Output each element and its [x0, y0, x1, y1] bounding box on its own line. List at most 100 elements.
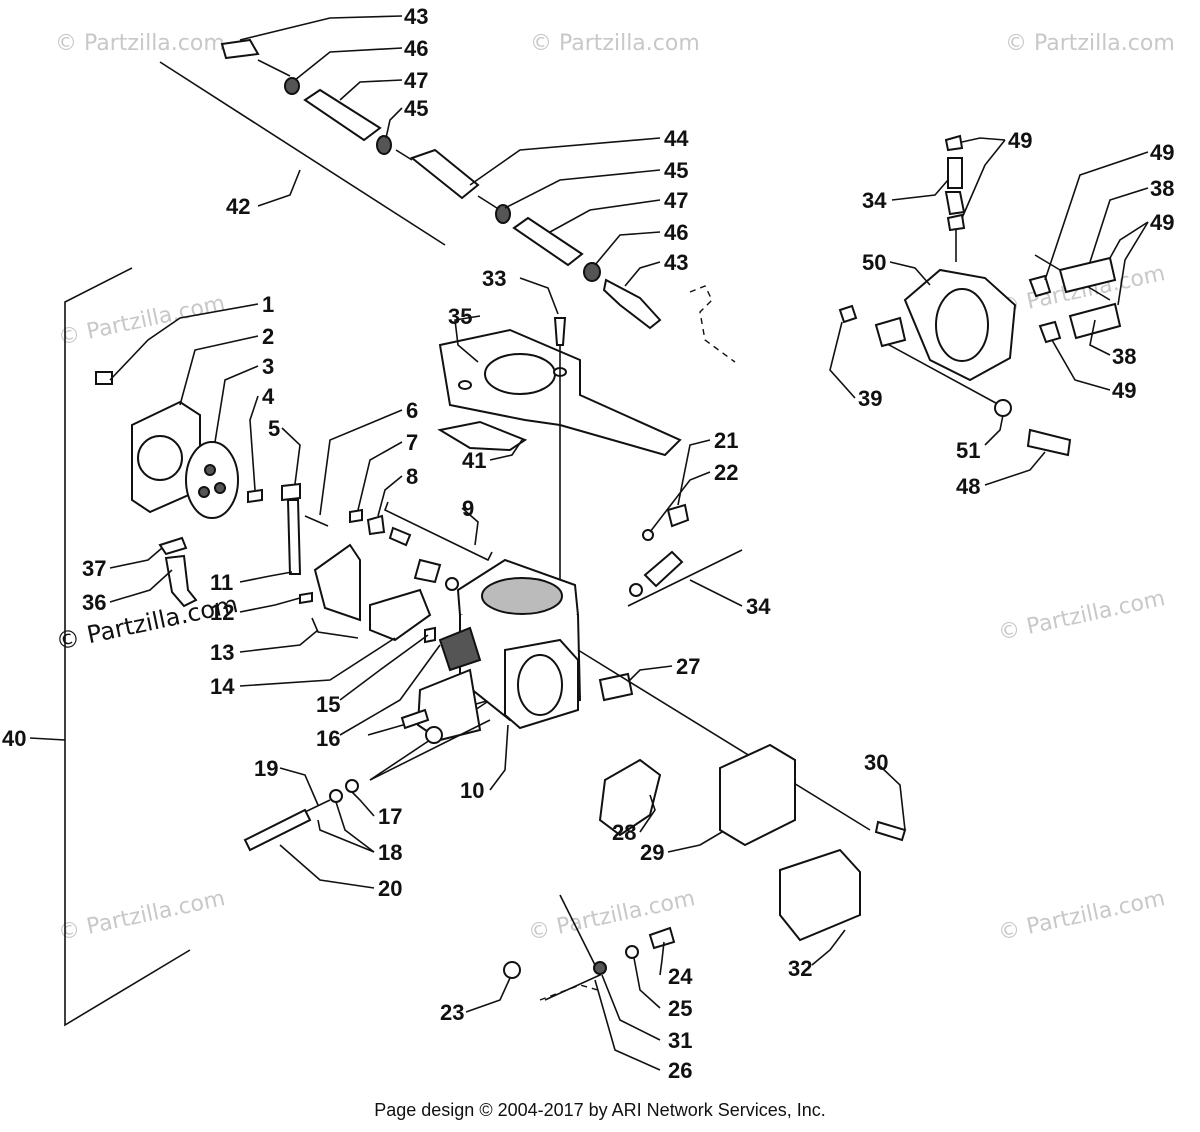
callout-46-b: 46: [664, 220, 688, 245]
leader-22: [649, 471, 711, 533]
cover-13: [313, 543, 361, 622]
nut-23: [503, 961, 521, 979]
gasket-41: [437, 420, 528, 452]
callout-30: 30: [864, 750, 888, 775]
leader-6: [319, 409, 403, 516]
washer-18: [329, 789, 343, 803]
leader-48: [984, 451, 1046, 486]
callout-3: 3: [262, 354, 274, 379]
callout-45: 45: [404, 96, 428, 121]
leader-38b: [1089, 319, 1111, 356]
callout-4: 4: [262, 384, 275, 409]
callout-42: 42: [226, 194, 250, 219]
link-44: [409, 148, 480, 200]
bolt-48: [1026, 428, 1072, 457]
needle-valve-9: [388, 526, 412, 547]
leader-2: [179, 335, 259, 406]
leader-33: [519, 277, 559, 315]
leader-26: [594, 979, 661, 1071]
leader-12: [239, 597, 301, 613]
leader-24: [659, 941, 665, 976]
spring-31: [593, 961, 607, 975]
callout-27: 27: [676, 654, 700, 679]
diaphragm-3: [185, 441, 239, 519]
callout-17: 17: [378, 804, 402, 829]
leader-44: [469, 137, 661, 186]
screw-24: [648, 926, 676, 950]
leader-40: [29, 737, 66, 741]
callout-33: 33: [482, 266, 506, 291]
bottom-screw-group: [503, 926, 676, 1001]
leader-lines: [29, 15, 1149, 1071]
linkage-continuation: [689, 285, 736, 363]
leader-19: [279, 767, 319, 806]
bracket-51: [879, 339, 1006, 409]
washer-25: [625, 945, 639, 959]
callout-43: 43: [404, 4, 428, 29]
leader-13: [239, 629, 319, 653]
callout-21: 21: [714, 428, 738, 453]
leader-1: [109, 303, 259, 381]
leader-42: [257, 169, 301, 207]
fitting-27: [598, 672, 634, 702]
leader-46a: [294, 47, 403, 81]
callout-14: 14: [210, 674, 235, 699]
leader-51: [984, 414, 1004, 446]
rod-thread-b: [395, 149, 413, 161]
nut-45a: [376, 135, 392, 155]
callout-11: 11: [210, 570, 233, 595]
leader-32: [811, 929, 846, 966]
leader-28: [639, 794, 656, 833]
gasket-32: [779, 848, 861, 942]
gasket-14: [369, 588, 432, 642]
rod-end-43b: [602, 278, 662, 330]
pump-bore: [935, 288, 989, 362]
lower-left-hardware: [243, 779, 359, 852]
callout-37: 37: [82, 556, 106, 581]
leader-25: [633, 957, 661, 1009]
leader-43b: [624, 261, 661, 287]
clamp-37: [158, 536, 188, 556]
callout-29: 29: [640, 840, 664, 865]
leader-29: [667, 831, 723, 853]
diaphragm-hole-3: [198, 486, 210, 498]
callout-40: 40: [2, 726, 26, 751]
callout-38-b: 38: [1112, 344, 1136, 369]
watermark-6: © Partzilla.com: [56, 886, 227, 946]
leader-21: [677, 439, 711, 506]
washer-21: [642, 529, 654, 541]
hose-38a: [1058, 256, 1117, 294]
screw-30: [874, 820, 907, 842]
spring-19: [304, 799, 331, 813]
leader-11: [239, 571, 293, 583]
leader-23: [465, 977, 511, 1013]
flange-bore: [484, 353, 556, 395]
bracket-13: [311, 617, 359, 639]
idle-screw: [400, 708, 430, 730]
screw-4: [247, 488, 263, 504]
cover-bore: [137, 435, 183, 481]
carb-axis-left: [369, 719, 491, 781]
leader-8: [377, 475, 403, 517]
leader-7: [357, 441, 403, 511]
flange-group: [437, 317, 682, 600]
callout-2: 2: [262, 324, 274, 349]
leader-47a: [339, 79, 403, 101]
leader-38a: [1089, 187, 1149, 263]
callout-49: 49: [1008, 128, 1032, 153]
bracket-42: [159, 61, 446, 246]
callout-45-b: 45: [664, 158, 688, 183]
leader-41: [489, 439, 523, 461]
seat-9: [413, 558, 442, 584]
callout-7: 7: [406, 430, 418, 455]
leader-43a: [239, 15, 403, 41]
adjust-nut: [425, 726, 443, 744]
callout-9: 9: [462, 496, 474, 521]
leader-4: [249, 395, 259, 491]
leader-49a-top: [961, 137, 1006, 143]
pump-cover-group: [95, 371, 302, 608]
leader-30: [879, 765, 906, 831]
watermark-4: © Partzilla.com: [56, 291, 227, 351]
washer-51: [994, 399, 1012, 417]
callout-8: 8: [406, 464, 418, 489]
